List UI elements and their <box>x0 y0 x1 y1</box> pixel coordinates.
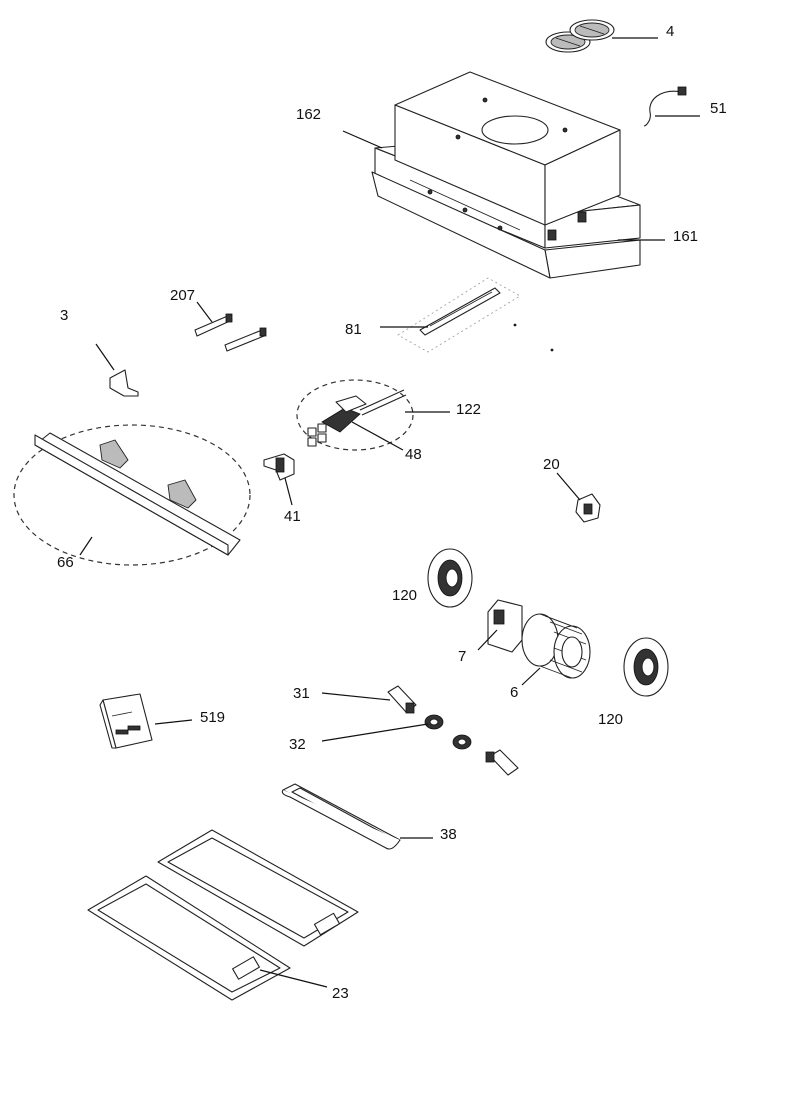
part-120-housing-bottom <box>623 637 669 697</box>
part-label-32: 32 <box>289 736 306 753</box>
part-label-519: 519 <box>200 709 225 726</box>
part-label-162: 162 <box>296 106 321 123</box>
part-66-bar <box>34 432 241 556</box>
part-label-48: 48 <box>405 446 422 463</box>
part-23-filters <box>87 829 359 1001</box>
part-3-bracket <box>109 369 139 397</box>
part-20-clip <box>575 493 601 523</box>
part-519-hardware-bag <box>99 693 153 749</box>
part-31-bulb <box>387 685 417 714</box>
part-41-clip <box>263 453 295 481</box>
part-51-cable <box>643 86 687 127</box>
part-207-brackets <box>194 313 267 352</box>
part-label-23: 23 <box>332 985 349 1002</box>
part-38-light-cover <box>281 783 401 850</box>
part-label-120-bottom: 120 <box>598 711 623 728</box>
part-120-housing-top <box>427 548 473 608</box>
part-81-rail <box>397 277 554 353</box>
part-6-blower <box>521 613 591 679</box>
part-label-20: 20 <box>543 456 560 473</box>
part-label-31: 31 <box>293 685 310 702</box>
part-7-motor <box>487 599 523 653</box>
part-label-7: 7 <box>458 648 466 665</box>
part-label-38: 38 <box>440 826 457 843</box>
part-label-51: 51 <box>710 100 727 117</box>
part-label-81: 81 <box>345 321 362 338</box>
part-31-bulb-second <box>485 749 519 776</box>
part-label-41: 41 <box>284 508 301 525</box>
part-32-lampholder <box>424 714 472 750</box>
part-66-group-outline <box>13 424 251 566</box>
part-label-161: 161 <box>673 228 698 245</box>
part-4-drawing <box>545 19 615 53</box>
part-label-122: 122 <box>456 401 481 418</box>
part-162-hood-body <box>371 71 641 279</box>
part-label-3: 3 <box>60 307 68 324</box>
part-label-4: 4 <box>666 23 674 40</box>
part-48-switch <box>307 389 407 447</box>
part-label-120-top: 120 <box>392 587 417 604</box>
part-label-207: 207 <box>170 287 195 304</box>
part-label-66: 66 <box>57 554 74 571</box>
part-label-6: 6 <box>510 684 518 701</box>
part-122-group-outline <box>296 379 414 451</box>
